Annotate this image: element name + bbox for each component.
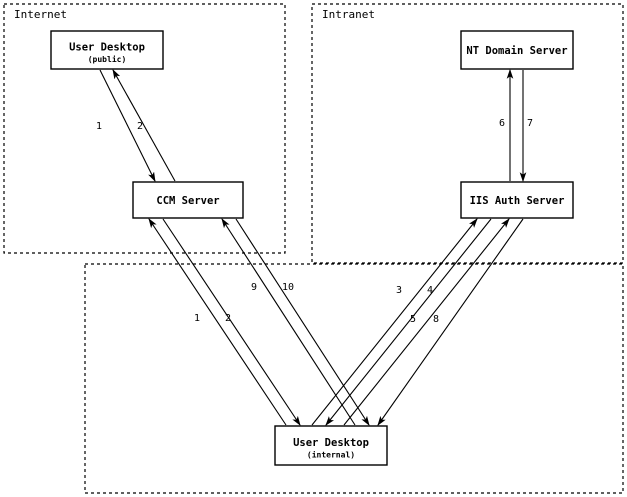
flow-line-flow-9 [221, 218, 356, 426]
node-nt-domain-server[interactable]: NT Domain Server [460, 30, 574, 70]
flow-label-flow-7: 7 [527, 118, 533, 129]
node-box-ccm-server[interactable] [132, 181, 244, 219]
zone-label-internet: Internet [14, 8, 67, 21]
flow-line-flow-5 [343, 218, 510, 426]
flow-line-flow-1-public [99, 69, 156, 182]
flow-label-flow-8: 8 [433, 314, 439, 325]
flow-line-flow-3 [311, 218, 478, 426]
flow-label-flow-1-public: 1 [96, 121, 102, 132]
node-box-nt-domain-server[interactable] [460, 30, 574, 70]
flow-line-flow-2-internal [162, 218, 301, 426]
flow-line-flow-1-internal [148, 218, 287, 426]
node-box-iis-auth-server[interactable] [460, 181, 574, 219]
flow-line-flow-8 [377, 218, 524, 426]
node-user-desktop-internal[interactable]: User Desktop(internal) [274, 425, 388, 466]
flow-line-flow-2-public [112, 69, 176, 182]
zones-layer: Internet Intranet [3, 3, 624, 494]
node-box-user-desktop-public[interactable] [50, 30, 164, 70]
zone-boundary-intranet [311, 3, 624, 264]
flow-label-flow-1-internal: 1 [194, 313, 200, 324]
flow-label-flow-3: 3 [396, 285, 402, 296]
flow-label-flow-2-public: 2 [137, 121, 143, 132]
node-title-user-desktop-internal: User Desktop [293, 437, 369, 449]
node-title-ccm-server: CCM Server [156, 195, 219, 207]
zone-boundary-internet [3, 3, 286, 254]
node-subtitle-user-desktop-public: (public) [88, 54, 127, 64]
flows-layer [99, 68, 527, 426]
flow-line-flow-10 [235, 218, 370, 426]
zone-label-intranet: Intranet [322, 8, 375, 21]
node-ccm-server[interactable]: CCM Server [132, 181, 244, 219]
node-iis-auth-server[interactable]: IIS Auth Server [460, 181, 574, 219]
flow-label-flow-6: 6 [499, 118, 505, 129]
flow-line-flow-4 [325, 218, 492, 426]
node-subtitle-user-desktop-internal: (internal) [307, 450, 355, 460]
node-title-nt-domain-server: NT Domain Server [466, 45, 567, 57]
flow-label-flow-5: 5 [410, 314, 416, 325]
node-user-desktop-public[interactable]: User Desktop(public) [50, 30, 164, 70]
flow-label-flow-9: 9 [251, 282, 257, 293]
flow-label-flow-2-internal: 2 [225, 313, 231, 324]
node-box-user-desktop-internal[interactable] [274, 425, 388, 466]
flow-label-flow-10: 10 [282, 282, 294, 293]
node-title-iis-auth-server: IIS Auth Server [470, 195, 565, 207]
flow-labels-layer: 1 2 1 2 9 10 3 4 5 8 6 7 [96, 118, 533, 325]
node-title-user-desktop-public: User Desktop [69, 42, 145, 54]
zone-internet: Internet [3, 3, 286, 254]
flow-label-flow-4: 4 [427, 285, 433, 296]
zone-intranet: Intranet [311, 3, 624, 264]
